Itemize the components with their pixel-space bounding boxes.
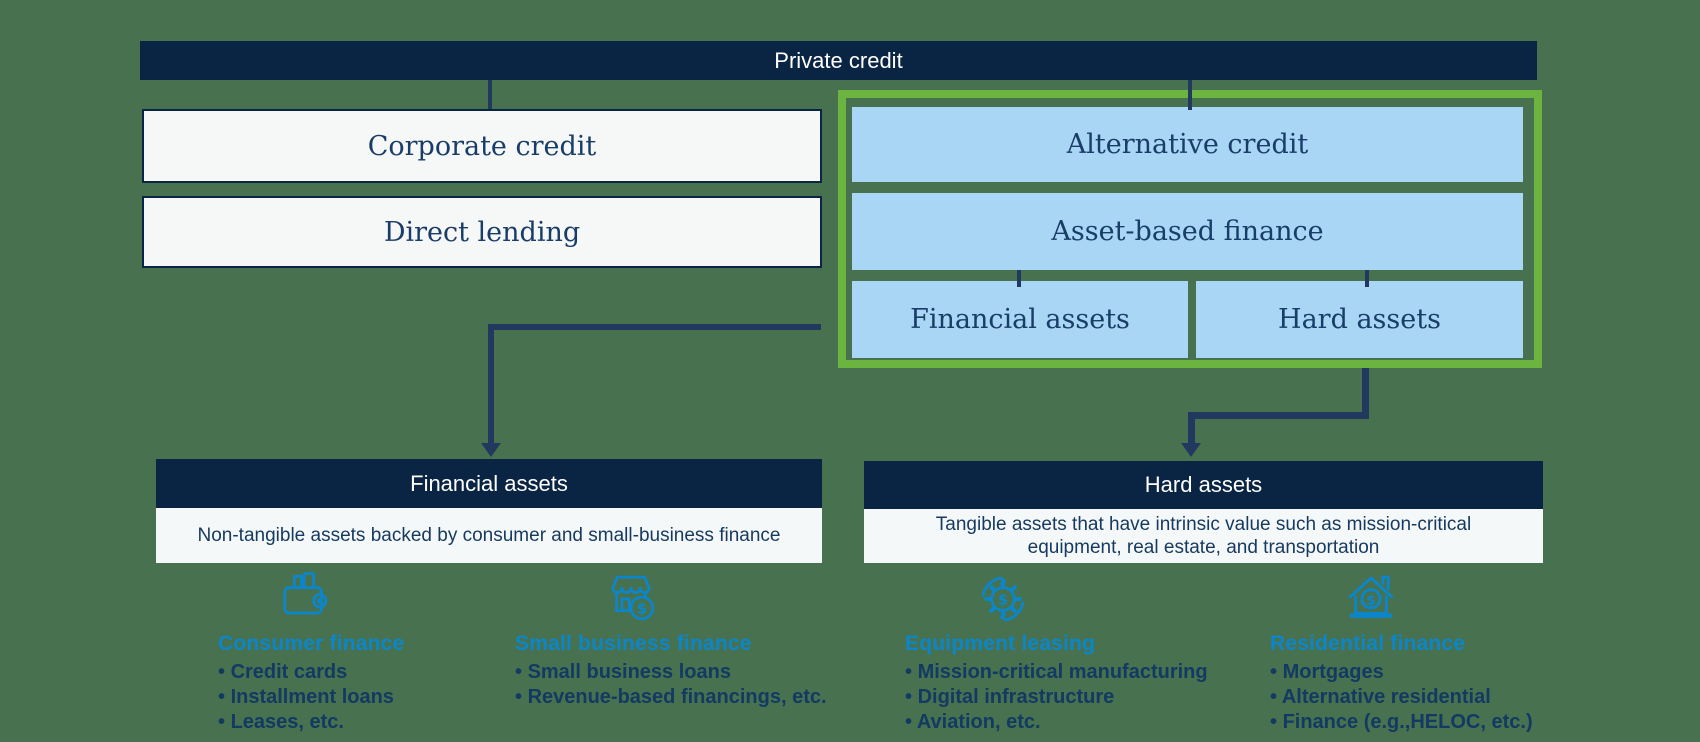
gear-dollar-icon: $ <box>974 570 1032 628</box>
connector-root-to-corporate <box>488 80 492 109</box>
connector-hard-vertical-top <box>1362 368 1369 419</box>
connector-root-to-alternative <box>1188 80 1192 110</box>
financial-assets-box: Financial assets <box>852 281 1188 358</box>
list-item: Alternative residential <box>1270 685 1580 710</box>
connector-hard-vertical-bottom <box>1188 412 1195 445</box>
hard-assets-label: Hard assets <box>1278 304 1441 335</box>
svg-text:$: $ <box>998 592 1008 608</box>
equipment-leasing-heading: Equipment leasing <box>905 632 1096 655</box>
financial-assets-section-title: Financial assets <box>410 470 568 496</box>
wallet-icon <box>276 571 332 627</box>
svg-text:$: $ <box>1366 592 1375 608</box>
financial-assets-description-text: Non-tangible assets backed by consumer a… <box>197 525 781 546</box>
svg-text:$: $ <box>637 599 648 617</box>
list-item: Credit cards <box>218 660 438 685</box>
connector-abf-to-hard <box>1365 270 1369 287</box>
list-item: Installment loans <box>218 685 438 710</box>
arrow-down-financial-icon <box>481 443 501 457</box>
list-item: Digital infrastructure <box>905 685 1215 710</box>
storefront-icon: $ <box>602 569 660 627</box>
consumer-finance-heading: Consumer finance <box>218 632 405 655</box>
alternative-credit-box: Alternative credit <box>852 107 1523 182</box>
residential-finance-column: Residential finance Mortgages Alternativ… <box>1270 632 1580 735</box>
private-credit-label: Private credit <box>774 47 903 73</box>
list-item: Finance (e.g.,HELOC, etc.) <box>1270 710 1580 735</box>
private-credit-bar: Private credit <box>140 41 1537 80</box>
hard-assets-box: Hard assets <box>1196 281 1523 358</box>
small-business-finance-heading: Small business finance <box>515 632 752 655</box>
hard-assets-section-header: Hard assets <box>864 461 1543 509</box>
asset-based-finance-box: Asset-based finance <box>852 193 1523 270</box>
corporate-credit-label: Corporate credit <box>367 130 597 162</box>
connector-financial-horizontal <box>488 324 821 330</box>
financial-assets-label: Financial assets <box>910 304 1130 335</box>
house-dollar-icon: $ <box>1342 568 1400 626</box>
connector-abf-to-financial <box>1017 270 1021 287</box>
connector-financial-vertical <box>488 324 494 445</box>
small-business-finance-column: Small business finance Small business lo… <box>515 632 827 710</box>
equipment-leasing-column: Equipment leasing Mission-critical manuf… <box>905 632 1215 735</box>
financial-assets-section-header: Financial assets <box>156 459 822 508</box>
hard-assets-description-text: Tangible assets that have intrinsic valu… <box>935 514 1472 558</box>
corporate-credit-box: Corporate credit <box>142 109 822 183</box>
list-item: Small business loans <box>515 660 825 685</box>
list-item: Mission-critical manufacturing <box>905 660 1215 685</box>
financial-assets-section-description: Non-tangible assets backed by consumer a… <box>156 508 822 563</box>
alternative-credit-label: Alternative credit <box>1066 129 1309 160</box>
arrow-down-hard-icon <box>1181 443 1201 457</box>
list-item: Mortgages <box>1270 660 1580 685</box>
direct-lending-label: Direct lending <box>383 216 581 248</box>
hard-assets-section-description: Tangible assets that have intrinsic valu… <box>864 509 1543 563</box>
direct-lending-box: Direct lending <box>142 196 822 268</box>
list-item: Aviation, etc. <box>905 710 1215 735</box>
asset-based-finance-label: Asset-based finance <box>1051 216 1324 247</box>
list-item: Revenue-based financings, etc. <box>515 685 827 710</box>
consumer-finance-column: Consumer finance Credit cards Installmen… <box>218 632 438 735</box>
residential-finance-heading: Residential finance <box>1270 632 1466 655</box>
list-item: Leases, etc. <box>218 710 438 735</box>
connector-hard-horizontal <box>1188 412 1369 419</box>
hard-assets-section-title: Hard assets <box>1144 472 1263 497</box>
